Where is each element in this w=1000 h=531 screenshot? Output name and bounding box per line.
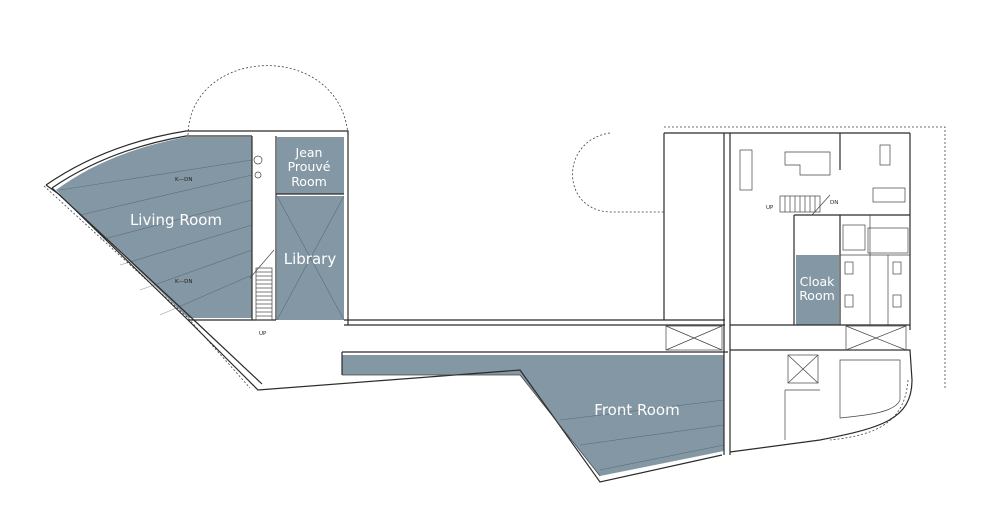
living-stair-dn-top: K—DN	[175, 177, 192, 183]
library-label: Library	[284, 250, 337, 268]
room-labels: Living Room Jean Prouvé Room Library Clo…	[130, 145, 835, 419]
left-stair	[249, 249, 275, 321]
jean-prouve-room-label-line2: Prouvé	[288, 159, 331, 174]
living-room-label: Living Room	[130, 211, 222, 229]
toilet-fixtures	[253, 155, 902, 308]
cloak-room-area	[796, 255, 839, 325]
walls	[45, 130, 913, 483]
cloak-room-label-line1: Cloak	[800, 274, 836, 289]
right-stair-up-label: UP	[766, 205, 774, 211]
kitchen-fixtures	[739, 144, 909, 254]
right-stair	[779, 194, 831, 216]
right-stair-dn-label: DN	[830, 200, 838, 206]
dashed-outlines	[43, 65, 946, 441]
left-stair-up-label: UP	[259, 331, 267, 337]
room-hatching	[59, 159, 725, 471]
living-room-area	[56, 137, 252, 318]
jean-prouve-room-label-line1: Jean	[295, 145, 323, 160]
cloak-room-label-line2: Room	[799, 288, 835, 303]
jean-prouve-room-label-line3: Room	[291, 174, 327, 189]
jean-prouve-room-area	[277, 137, 344, 194]
front-room-label: Front Room	[594, 401, 679, 419]
stair-annotations: K—DN K—DN UP UP DN	[175, 177, 838, 337]
corridor-bracing	[665, 325, 907, 351]
front-room-area	[342, 355, 724, 476]
living-stair-dn-bottom: K—DN	[175, 279, 192, 285]
